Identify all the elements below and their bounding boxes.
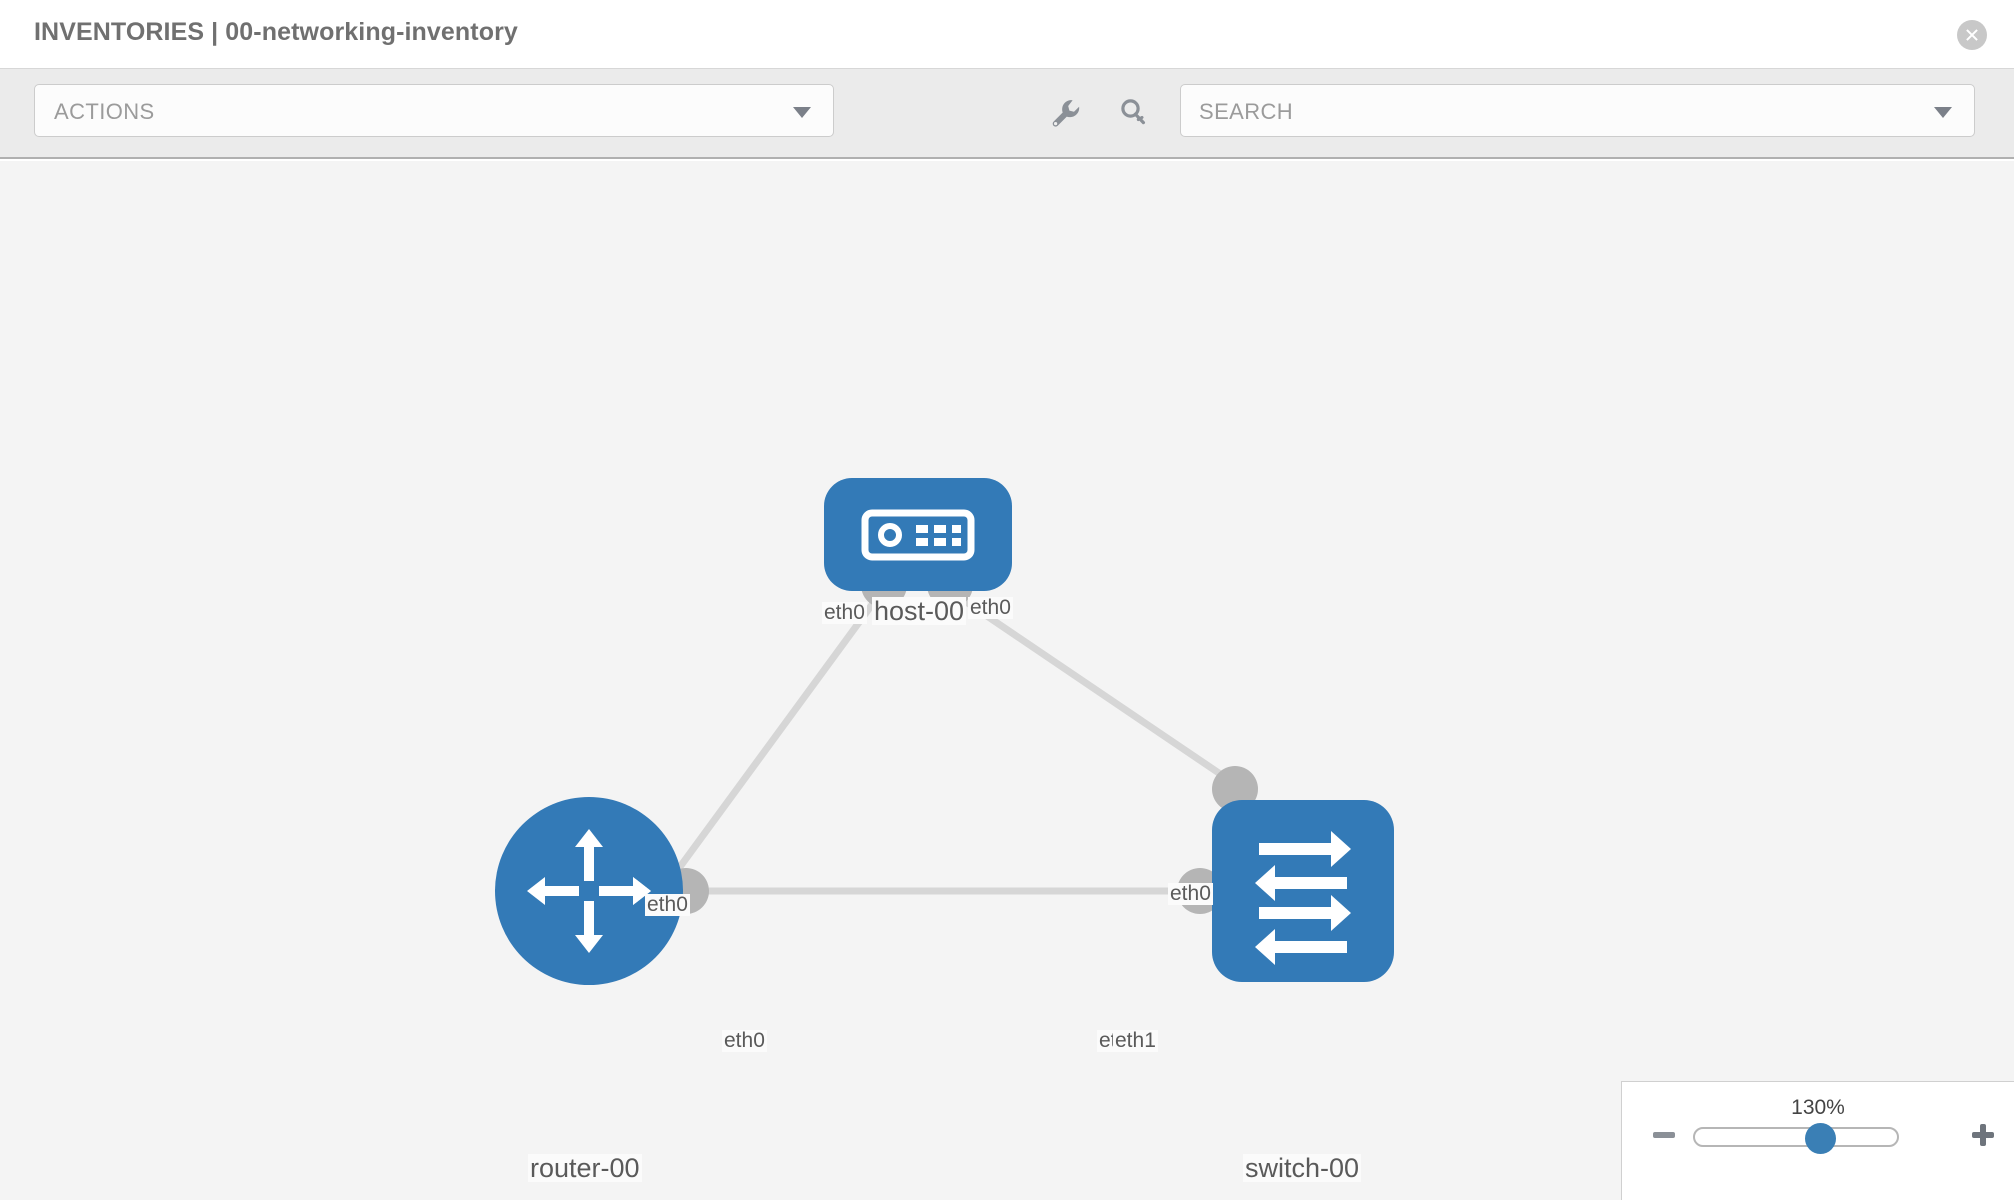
chevron-down-icon — [793, 107, 811, 118]
key-icon — [1116, 96, 1150, 130]
interface-label: eth0 — [822, 601, 867, 625]
node-router-00[interactable] — [495, 797, 683, 985]
zoom-in-button[interactable] — [1968, 1122, 1998, 1152]
interface-label: eth0 — [968, 596, 1013, 620]
node-label-host-00: host-00 — [872, 596, 967, 626]
link-host00-switch00[interactable] — [948, 588, 1240, 789]
node-host-00[interactable] — [824, 478, 1012, 591]
node-label-router-00: router-00 — [528, 1153, 642, 1183]
topology-links — [652, 588, 1240, 904]
wrench-icon — [1048, 96, 1082, 130]
plus-icon — [1968, 1120, 1998, 1155]
zoom-slider-thumb[interactable] — [1804, 1123, 1836, 1154]
interface-label: eth0 — [645, 893, 690, 917]
topology-canvas[interactable]: eth0 eth0 eth0 eth0 eth0 eth0 eth1 host-… — [0, 161, 2014, 1200]
zoom-slider[interactable] — [1693, 1123, 1899, 1154]
server-icon — [861, 509, 975, 561]
minus-icon — [1649, 1120, 1679, 1155]
switch-icon — [1255, 831, 1351, 965]
search-dropdown[interactable]: SEARCH — [1180, 84, 1975, 137]
page-header: INVENTORIES | 00-networking-inventory — [0, 0, 2014, 69]
interface-label: eth1 — [1113, 1029, 1158, 1053]
interface-label: eth0 — [722, 1029, 767, 1053]
node-label-switch-00: switch-00 — [1243, 1153, 1362, 1183]
node-switch-00[interactable] — [1212, 800, 1394, 982]
router-icon — [527, 829, 651, 953]
actions-dropdown-label: ACTIONS — [54, 99, 155, 124]
key-button[interactable] — [1116, 96, 1150, 130]
close-icon — [1963, 26, 1981, 44]
zoom-out-button[interactable] — [1649, 1122, 1679, 1152]
search-input[interactable]: SEARCH — [1199, 99, 1294, 124]
close-button[interactable] — [1957, 20, 1987, 50]
page-title: INVENTORIES | 00-networking-inventory — [34, 18, 518, 46]
topology-graph[interactable] — [0, 161, 2014, 1200]
zoom-control: 130% — [1621, 1081, 2014, 1200]
chevron-down-icon — [1934, 107, 1952, 118]
actions-dropdown[interactable]: ACTIONS — [34, 84, 834, 137]
link-host00-router00[interactable] — [652, 588, 885, 904]
interface-label: eth0 — [1168, 882, 1213, 906]
wrench-button[interactable] — [1048, 96, 1082, 130]
zoom-percent-label: 130% — [1791, 1096, 1845, 1119]
